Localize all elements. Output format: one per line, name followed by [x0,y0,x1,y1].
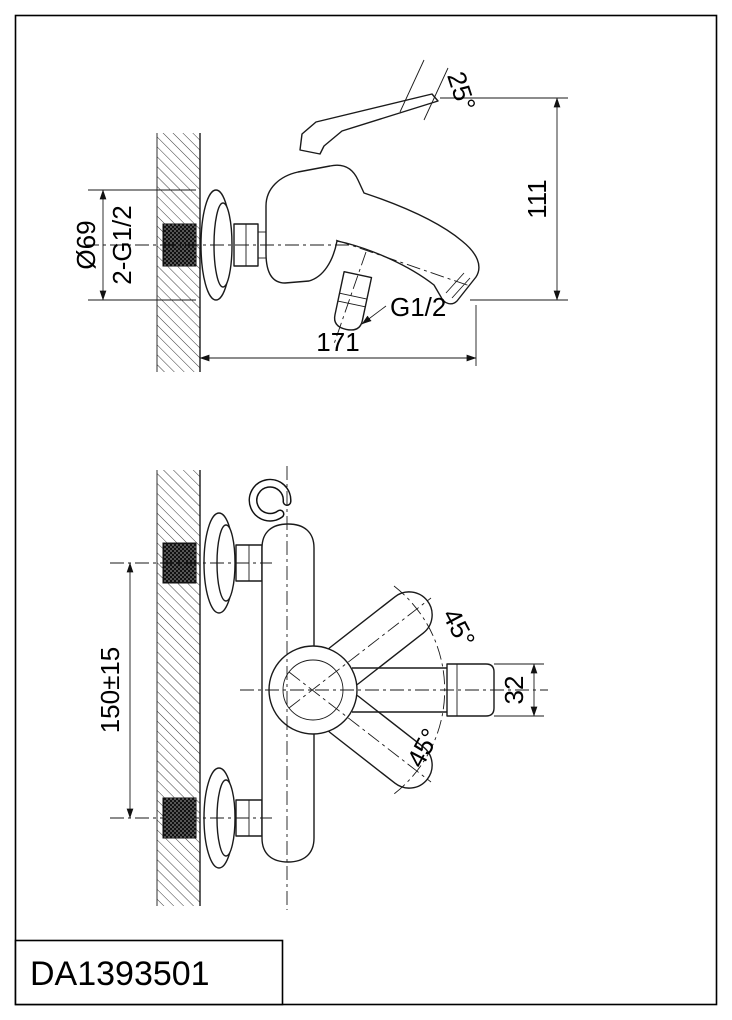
dim-inlet-spacing: 150±15 [95,562,134,819]
spout-aerator-line [445,272,465,294]
dim-label-handshower-thread: G1/2 [390,292,446,322]
dim-height: 111 [440,97,568,301]
dim-outlet-width: 32 [494,663,544,717]
dim-reach: 171 [199,305,477,366]
dim-label-reach: 171 [316,327,359,357]
dim-lever-angle: 25° [399,59,482,121]
spout-aerator-line [451,277,471,299]
wall-section-top [156,133,201,372]
lever-handle-side [299,93,439,155]
title-block: DA1393501 [14,939,284,1006]
front-view: 45° 45° 150±15 32 [95,466,548,910]
dim-label-lever-angle: 25° [441,68,482,115]
dim-flange-diameter: Ø69 2-G1/2 [71,189,196,301]
wall-section-front [156,470,201,906]
centerlines-top-view [85,239,471,345]
dim-label-outlet-width: 32 [499,676,529,705]
sheet-border [14,14,718,1006]
dim-label-swing-upper: 45° [436,603,481,652]
dim-label-height: 111 [522,179,552,219]
diverter-outlet [333,271,373,331]
dim-handshower-thread: G1/2 [361,292,446,325]
top-view: Ø69 2-G1/2 111 25° G1/2 171 [71,59,568,372]
dim-label-inlet-spacing: 150±15 [95,647,125,734]
swing-arc [393,585,446,795]
part-number: DA1393501 [30,955,210,993]
shower-hook [248,478,292,522]
faucet-body-side [265,164,480,305]
centerlines-front-view [110,466,548,910]
dim-label-wall-connection: 2-G1/2 [107,205,137,285]
dim-label-flange-diameter: Ø69 [71,220,101,269]
